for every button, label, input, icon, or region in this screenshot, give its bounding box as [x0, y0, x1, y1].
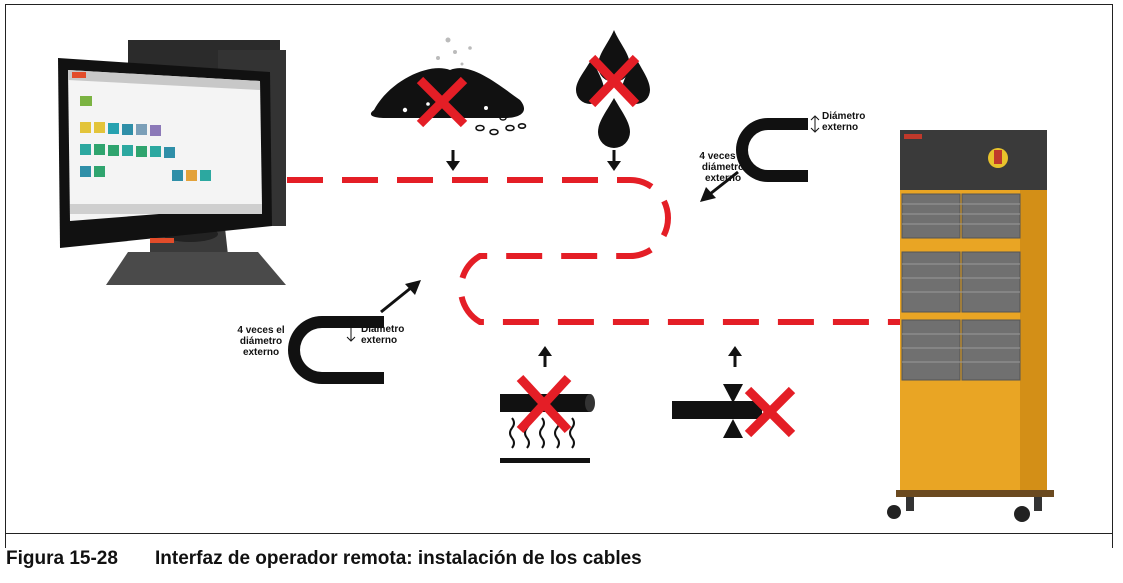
pinch-point-icon: [672, 384, 796, 438]
prohibited-cross-icon: [744, 386, 796, 438]
bend-radius-icon: [288, 316, 384, 384]
figure-frame: [5, 4, 1113, 534]
cable-path: [287, 177, 900, 325]
figure-number: Figura 15-28: [6, 548, 118, 569]
prohibited-cross-icon: [516, 374, 572, 434]
prohibited-cross-icon: [416, 76, 468, 128]
dirt-pile-icon: [370, 37, 527, 136]
prohibited-cross-icon: [588, 54, 640, 108]
operator-monitor-icon: [58, 40, 286, 285]
frame-side-right: [1112, 534, 1113, 548]
arrow-down-icon: [607, 150, 621, 171]
controller-cabinet-icon: [887, 130, 1054, 522]
liquid-drops-icon: [576, 30, 650, 148]
heat-source-icon: [500, 374, 595, 463]
bend-radius-icon: [736, 115, 820, 182]
arrow-up-icon: [728, 346, 742, 367]
arrow-pointer-icon: [700, 170, 739, 202]
arrow-down-icon: [446, 150, 460, 171]
frame-side-left: [5, 534, 6, 548]
figure-caption: Figura 15-28 Interfaz de operador remota:…: [6, 546, 1118, 572]
figure-title: Interfaz de operador remota: instalación…: [155, 548, 642, 569]
arrow-up-icon: [538, 346, 552, 367]
arrow-pointer-icon: [380, 280, 421, 314]
